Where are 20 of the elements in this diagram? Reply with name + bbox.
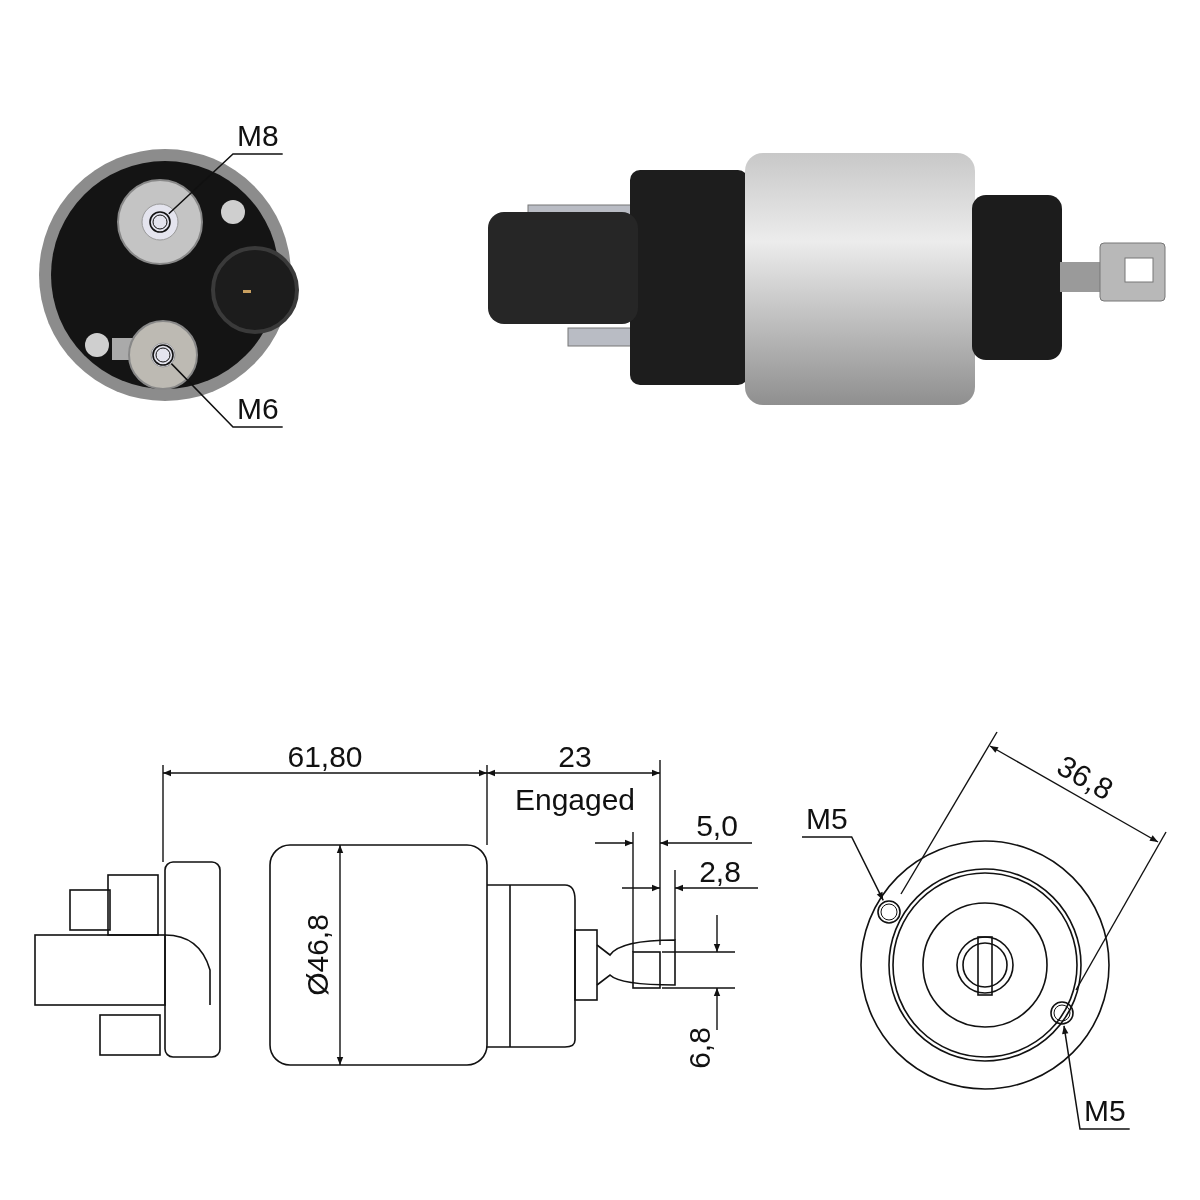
terminal-stud: [151, 343, 175, 367]
thread-size-label: M5: [1084, 1095, 1126, 1127]
leader-line: [801, 836, 884, 902]
dimension-value: Ø46,8: [302, 914, 334, 996]
leader-line: [168, 153, 284, 215]
thread-size-label: M8: [237, 120, 279, 152]
thread-size-label: M5: [806, 803, 848, 835]
dimension-value: 36,8: [1051, 749, 1119, 807]
dimension-note: Engaged: [514, 784, 636, 816]
leader-line: [170, 362, 284, 428]
mounting-hole: [876, 899, 902, 925]
dimension-value: 23: [558, 741, 592, 773]
dimension-value: 61,80: [287, 741, 363, 773]
leader-line: [1062, 1025, 1131, 1130]
mounting-hole: [1049, 1000, 1075, 1026]
dimension-value: 5,0: [696, 810, 738, 842]
terminal-stud: [148, 210, 172, 234]
dimension-value: 2,8: [699, 856, 741, 888]
thread-size-label: M6: [237, 393, 279, 425]
dimension-value: 6,8: [684, 1027, 716, 1069]
